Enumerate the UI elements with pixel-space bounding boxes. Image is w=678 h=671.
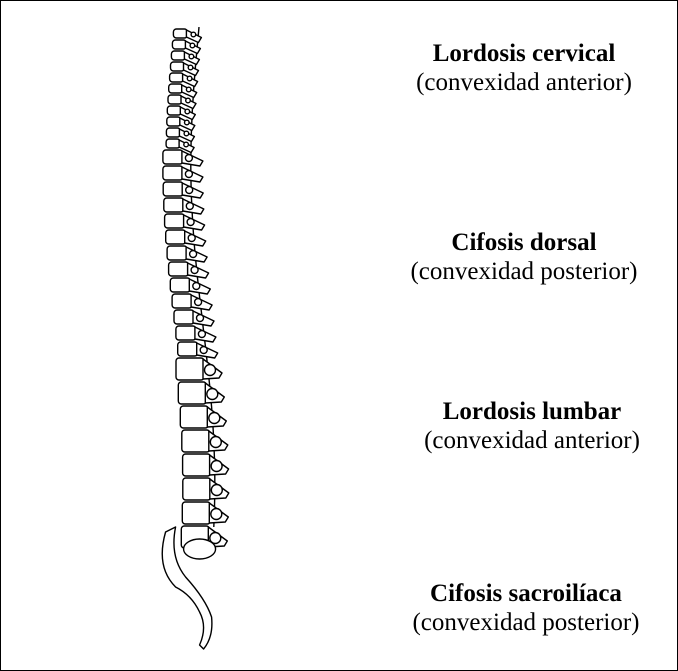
region-subtitle: (convexidad anterior) [382,426,678,455]
region-title: Lordosis cervical [374,39,674,68]
region-subtitle: (convexidad posterior) [376,608,676,637]
region-subtitle: (convexidad anterior) [374,68,674,97]
region-title: Lordosis lumbar [382,397,678,426]
region-title: Cifosis dorsal [374,228,674,257]
region-subtitle: (convexidad posterior) [374,257,674,286]
spine-lateral-view-icon [121,27,271,651]
label-cifosis-dorsal: Cifosis dorsal (convexidad posterior) [374,228,674,286]
label-lordosis-lumbar: Lordosis lumbar (convexidad anterior) [382,397,678,455]
region-title: Cifosis sacroilíaca [376,579,676,608]
label-cifosis-sacroiliaca: Cifosis sacroilíaca (convexidad posterio… [376,579,676,637]
label-lordosis-cervical: Lordosis cervical (convexidad anterior) [374,39,674,97]
